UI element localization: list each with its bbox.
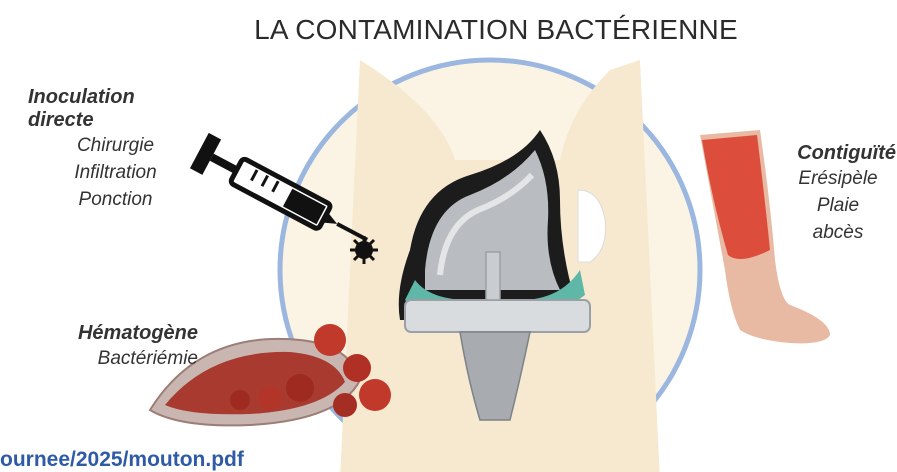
inoculation-item-ponction: Ponction — [28, 186, 203, 213]
hematogene-item-bacteriemie: Bactériémie — [28, 345, 198, 372]
contiguite-heading: Contiguïté — [780, 142, 896, 165]
contiguite-item-abces: abcès — [780, 219, 896, 246]
hematogene-block: Hématogène Bactériémie — [28, 322, 198, 372]
bacteria-icon — [350, 236, 378, 264]
contiguite-item-eresipele: Erésipèle — [780, 165, 896, 192]
contiguite-block: Contiguïté Erésipèle Plaie abcès — [780, 142, 896, 246]
inoculation-heading: Inoculation directe — [28, 86, 203, 132]
inoculation-item-infiltration: Infiltration — [28, 159, 203, 186]
page-title: LA CONTAMINATION BACTÉRIENNE — [236, 14, 756, 46]
inoculation-item-chirurgie: Chirurgie — [28, 132, 203, 159]
inoculation-directe-block: Inoculation directe Chirurgie Infiltrati… — [28, 86, 203, 213]
hematogene-heading: Hématogène — [28, 322, 198, 345]
contiguite-item-plaie: Plaie — [780, 192, 896, 219]
source-url-link[interactable]: ournee/2025/mouton.pdf — [0, 448, 244, 472]
